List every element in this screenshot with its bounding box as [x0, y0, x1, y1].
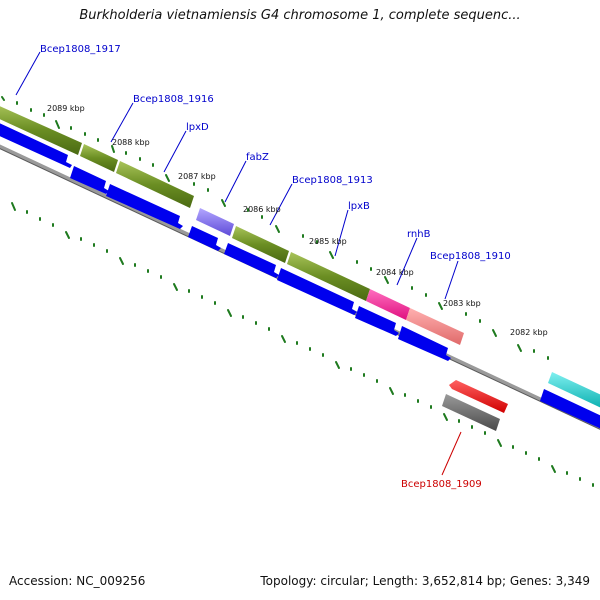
gene-label-bcep1808-1913[interactable]: Bcep1808_1913 [292, 175, 373, 186]
gene-track-reverse [442, 380, 508, 431]
scale-label: 2082 kbp [510, 328, 548, 337]
gene-label-lpxd[interactable]: lpxD [186, 122, 209, 133]
cds-track [0, 121, 600, 433]
gene-rnhb-block[interactable] [366, 289, 410, 320]
gene-bcep1808-1913-block[interactable] [232, 226, 289, 263]
gene-label-rnhb[interactable]: rnhB [407, 229, 431, 240]
scale-label: 2086 kbp [243, 205, 281, 214]
scale-label: 2088 kbp [112, 138, 150, 147]
cds-arrow[interactable] [188, 226, 221, 251]
scale-label: 2087 kbp [178, 172, 216, 181]
inner-tick-ring [11, 202, 594, 487]
cds-arrow[interactable] [398, 326, 451, 361]
gene-bcep1808-1916-block[interactable] [80, 144, 118, 172]
gene-lpxb-block[interactable] [287, 252, 370, 301]
cds-arrow[interactable] [224, 243, 279, 278]
cds-arrow[interactable] [70, 166, 109, 194]
gene-bcep1808-1917-block[interactable] [0, 104, 82, 155]
cds-arrow[interactable] [106, 184, 183, 229]
accession-text: Accession: NC_009256 [9, 574, 146, 588]
cds-arrow[interactable] [0, 121, 72, 168]
scale-label: 2085 kbp [309, 237, 347, 246]
gene-bcep1808-1909-gray-block[interactable] [442, 394, 500, 431]
scale-label: 2084 kbp [376, 268, 414, 277]
gene-label-bcep1808-1909[interactable]: Bcep1808_1909 [401, 479, 482, 490]
map-title: Burkholderia vietnamiensis G4 chromosome… [79, 8, 521, 23]
scale-labels: 2089 kbp 2088 kbp 2087 kbp 2086 kbp 2085… [47, 104, 548, 337]
gene-labels: Bcep1808_1917 Bcep1808_1916 lpxD fabZ Bc… [40, 44, 511, 490]
gene-label-bcep1808-1910[interactable]: Bcep1808_1910 [430, 251, 511, 262]
gene-label-fabz[interactable]: fabZ [246, 152, 269, 163]
topology-summary-text: Topology: circular; Length: 3,652,814 bp… [260, 574, 590, 588]
gene-cyan-block[interactable] [548, 372, 600, 412]
gene-label-bcep1808-1916[interactable]: Bcep1808_1916 [133, 94, 214, 105]
gene-bcep1808-1909-red-block[interactable] [449, 380, 508, 413]
scale-label: 2083 kbp [443, 299, 481, 308]
gene-bcep1808-1910-block[interactable] [406, 308, 464, 345]
label-leaders [15, 51, 462, 476]
gene-track-forward [0, 104, 600, 412]
scale-label: 2089 kbp [47, 104, 85, 113]
cds-arrow[interactable] [277, 268, 357, 315]
gene-label-bcep1808-1917[interactable]: Bcep1808_1917 [40, 44, 121, 55]
outer-tick-ring [1, 96, 549, 360]
gene-fabz-block[interactable] [196, 208, 234, 236]
gene-lpxd-block[interactable] [116, 161, 194, 208]
cds-arrow[interactable] [540, 389, 600, 433]
gene-label-lpxb[interactable]: lpxB [348, 201, 370, 212]
cds-arrow[interactable] [355, 306, 399, 336]
